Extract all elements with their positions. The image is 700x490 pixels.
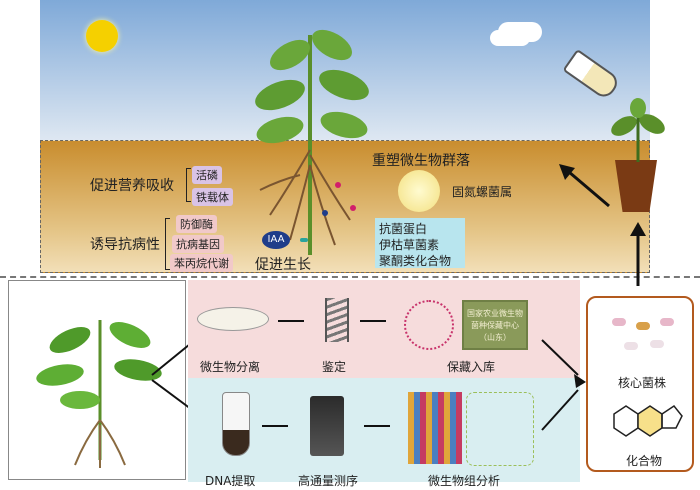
nutrient-bracket bbox=[186, 168, 191, 202]
certificate-card: 国家农业微生物菌种保藏中心 （山东） bbox=[462, 300, 528, 350]
section-divider bbox=[0, 276, 700, 278]
microbe-community-icon bbox=[398, 170, 440, 212]
return-arrow bbox=[555, 160, 611, 210]
source-plant-illustration bbox=[30, 290, 170, 470]
antibacterial-item: 抗菌蛋白 bbox=[379, 220, 427, 237]
potted-plant-leaves bbox=[608, 96, 668, 162]
phylogenetic-tree-icon bbox=[404, 300, 454, 350]
bacteria-icon bbox=[612, 318, 626, 326]
microbe-dot bbox=[300, 238, 308, 242]
core-strain-label: 核心菌株 bbox=[618, 374, 666, 391]
cloud-icon bbox=[490, 30, 530, 46]
sun-icon bbox=[86, 20, 118, 52]
flow-arrow bbox=[364, 425, 390, 427]
disease-resistance-title: 诱导抗病性 bbox=[90, 234, 160, 254]
disease-tag: 苯丙烷代谢 bbox=[170, 254, 233, 272]
nutrient-tag: 铁载体 bbox=[192, 188, 233, 206]
isolation-label: 微生物分离 bbox=[200, 358, 260, 375]
sequencer-icon bbox=[310, 396, 344, 456]
network-icon bbox=[466, 392, 534, 466]
identify-label: 鉴定 bbox=[322, 358, 346, 375]
disease-tag: 抗病基因 bbox=[172, 235, 224, 253]
petri-dish-icon bbox=[197, 307, 269, 331]
growth-label: 促进生长 bbox=[255, 254, 311, 274]
chemical-structure-icon bbox=[604, 394, 684, 448]
compound-label: 化合物 bbox=[626, 452, 662, 469]
bacteria-icon bbox=[650, 340, 664, 348]
antibacterial-item: 伊枯草菌素 bbox=[379, 236, 439, 253]
sequencing-label: 高通量测序 bbox=[298, 472, 358, 489]
flow-arrow bbox=[278, 320, 304, 322]
nitrogen-genus-label: 固氮螺菌属 bbox=[452, 183, 512, 200]
merge-arrows bbox=[540, 330, 590, 440]
iaa-badge: IAA bbox=[262, 231, 290, 249]
microbe-dot bbox=[322, 210, 328, 216]
reshape-community-title: 重塑微生物群落 bbox=[372, 150, 470, 170]
flow-arrow bbox=[360, 320, 386, 322]
dna-extraction-label: DNA提取 bbox=[205, 472, 255, 489]
disease-tag: 防御酶 bbox=[176, 215, 217, 233]
up-arrow bbox=[628, 220, 648, 286]
bacteria-icon bbox=[624, 342, 638, 350]
microbe-dot bbox=[335, 182, 341, 188]
bacteria-icon bbox=[636, 322, 650, 330]
bacteria-icon bbox=[660, 318, 674, 326]
flow-arrow bbox=[262, 425, 288, 427]
plant-illustration bbox=[240, 15, 380, 255]
dna-tube-icon bbox=[222, 392, 250, 456]
certificate-sub: （山东） bbox=[464, 332, 526, 344]
storage-label: 保藏入库 bbox=[447, 358, 495, 375]
antibacterial-item: 聚酮类化合物 bbox=[379, 252, 451, 269]
certificate-text: 国家农业微生物菌种保藏中心 bbox=[464, 308, 526, 332]
stacked-bar-icon bbox=[408, 392, 462, 464]
nutrient-tag: 活磷 bbox=[192, 166, 222, 184]
dna-helix-icon bbox=[325, 298, 349, 342]
microbe-dot bbox=[350, 205, 356, 211]
microbiome-analysis-label: 微生物组分析 bbox=[428, 472, 500, 489]
nutrient-uptake-title: 促进营养吸收 bbox=[90, 175, 174, 195]
